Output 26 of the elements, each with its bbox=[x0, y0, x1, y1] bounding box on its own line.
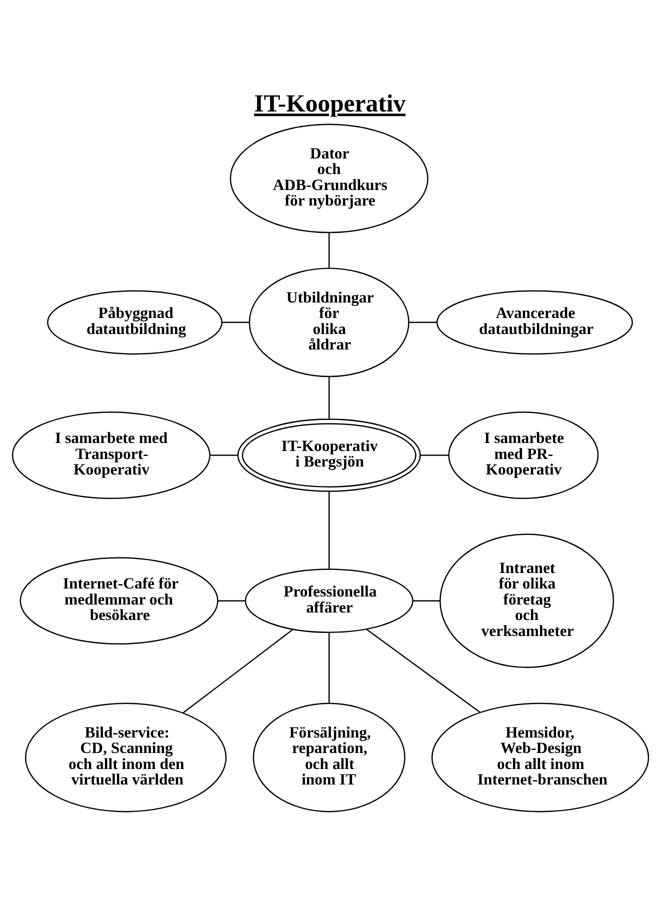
node-ellipse: I samarbete med PR- Kooperativ bbox=[448, 412, 599, 499]
node-ellipse: Försäljning, reparation, och allt inom IT bbox=[252, 702, 406, 812]
node-ellipse: Bild-service: CD, Scanning och allt inom den virtuella världen bbox=[24, 702, 227, 812]
node-ellipse: Påbyggnad datautbildning bbox=[47, 290, 223, 355]
node-ellipse: Hemsidor, Web-Design och allt inom Internet-branschen bbox=[431, 702, 650, 812]
diagram-title: IT-Kooperativ bbox=[254, 90, 406, 118]
node-ellipse: Avancerade datautbildningar bbox=[436, 290, 633, 355]
node-ellipse: Utbildningar för olika åldrar bbox=[248, 268, 410, 378]
connector bbox=[366, 629, 480, 713]
connector bbox=[408, 322, 437, 324]
connector bbox=[182, 629, 294, 714]
node-ellipse: I samarbete med Transport- Kooperativ bbox=[12, 412, 210, 499]
node-ellipse: Professionella affärer bbox=[244, 568, 414, 633]
connector bbox=[328, 232, 330, 268]
node-ellipse: IT-Kooperativ i Bergsjön bbox=[237, 418, 421, 492]
connector bbox=[420, 454, 448, 456]
connector bbox=[328, 632, 330, 704]
connector bbox=[210, 454, 238, 456]
node-ellipse: Intranet för olika företag och verksamheter bbox=[440, 534, 614, 668]
connector bbox=[222, 322, 250, 324]
node-ellipse: Dator och ADB-Grundkurs för nybörjare bbox=[230, 124, 428, 234]
node-ellipse: Internet-Café för medlemmar och besökare bbox=[20, 557, 218, 645]
connector bbox=[328, 492, 330, 569]
connector bbox=[328, 376, 330, 419]
connector bbox=[218, 600, 246, 602]
connector bbox=[412, 600, 440, 602]
